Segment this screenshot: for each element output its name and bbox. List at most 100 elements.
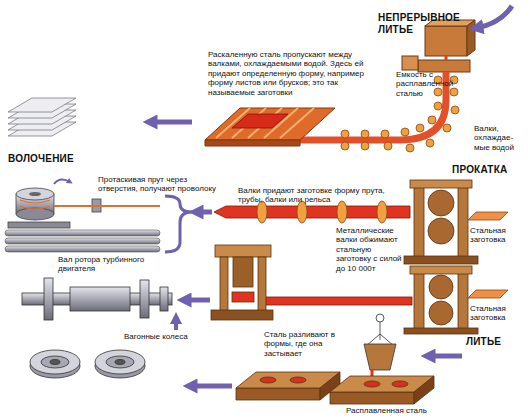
casting-molds bbox=[364, 381, 380, 387]
annotation: Протаскивая прут через отверстия, получа… bbox=[98, 175, 226, 194]
rolling-stand bbox=[410, 180, 472, 188]
casting-molds bbox=[290, 377, 306, 383]
section-heading: НЕПРЕРЫВНОЕ ЛИТЬЕ bbox=[378, 12, 488, 36]
casting-molds bbox=[330, 392, 414, 404]
casting-ladle bbox=[380, 322, 381, 340]
annotation: Металлические валки обжимают стальную за… bbox=[336, 226, 408, 273]
roller-table bbox=[205, 140, 300, 146]
wire-drum bbox=[16, 208, 54, 220]
rotor-shaft bbox=[70, 287, 130, 311]
steel-rods bbox=[5, 230, 160, 252]
annotation: Емкость с расплавленной сталью bbox=[396, 70, 460, 98]
roller-table bbox=[205, 108, 335, 146]
wire-drum bbox=[29, 192, 41, 196]
flow-arrow bbox=[428, 354, 462, 359]
plate-stack bbox=[8, 98, 76, 136]
roller-table bbox=[232, 114, 288, 128]
rolling-stand bbox=[458, 270, 468, 332]
press bbox=[211, 310, 273, 320]
wire-drum bbox=[16, 188, 54, 200]
wagon-wheels bbox=[115, 360, 125, 365]
ladle bbox=[425, 26, 467, 56]
annotation: Валки придают заготовке форму прута, тру… bbox=[238, 186, 400, 205]
hot-bar bbox=[262, 297, 412, 305]
rolling-stand bbox=[404, 180, 508, 264]
wagon-wheels bbox=[95, 350, 145, 374]
rolling-stand bbox=[404, 328, 478, 334]
ladle bbox=[402, 56, 418, 70]
cooled-rollers bbox=[361, 142, 369, 150]
flow-arrow bbox=[196, 210, 212, 215]
cooled-rollers bbox=[341, 142, 349, 150]
cooled-rollers bbox=[416, 124, 424, 132]
steel-rods bbox=[5, 230, 160, 236]
bracket bbox=[165, 196, 192, 252]
wagon-wheels bbox=[30, 350, 80, 374]
flow-arrow bbox=[174, 318, 178, 330]
cooled-rollers bbox=[426, 139, 434, 147]
rotor-shaft bbox=[44, 278, 53, 320]
cooled-rollers bbox=[361, 130, 369, 138]
rolling-stand bbox=[468, 290, 508, 298]
casting-ladle bbox=[364, 344, 396, 370]
rolling-stand bbox=[428, 218, 454, 244]
rotor-shaft bbox=[22, 278, 172, 320]
cooled-rollers bbox=[434, 102, 442, 110]
flow-arrow bbox=[190, 384, 232, 389]
annotation: Расплавленная сталь bbox=[346, 406, 446, 415]
annotation: Стальная заготовка bbox=[470, 226, 526, 245]
rolling-stand bbox=[414, 270, 424, 332]
cooled-rollers bbox=[406, 144, 414, 152]
press bbox=[220, 257, 228, 311]
cooled-rollers bbox=[381, 130, 389, 138]
wire-drum bbox=[8, 222, 70, 228]
wagon-wheels bbox=[41, 356, 69, 368]
cooled-rollers bbox=[384, 142, 392, 150]
casting-molds bbox=[392, 381, 408, 387]
roller-table bbox=[205, 108, 335, 140]
cooled-rollers bbox=[428, 116, 436, 124]
wagon-wheels bbox=[30, 350, 145, 378]
rolling-stand bbox=[404, 256, 478, 264]
ladle bbox=[467, 20, 475, 56]
wire-drum bbox=[20, 200, 50, 209]
annotation: Валки, охлаждае- мые водой bbox=[474, 124, 526, 152]
wire-drum bbox=[54, 205, 160, 207]
rolling-stand bbox=[468, 212, 508, 220]
rolling-stand bbox=[429, 275, 453, 299]
section-heading: ПРОКАТКА bbox=[452, 164, 522, 176]
press bbox=[258, 257, 266, 311]
profile-bar bbox=[337, 201, 347, 223]
flow-arrow bbox=[184, 298, 210, 303]
rolling-stand bbox=[414, 184, 424, 258]
rolling-stand bbox=[404, 266, 508, 334]
wagon-wheels bbox=[50, 360, 60, 365]
flow-arrow bbox=[476, 6, 512, 28]
casting-molds bbox=[236, 372, 434, 404]
press bbox=[211, 245, 273, 320]
plate-stack bbox=[8, 98, 76, 112]
casting-ladle bbox=[376, 314, 384, 322]
rolling-stand bbox=[458, 184, 468, 258]
cooled-rollers bbox=[434, 88, 442, 96]
flow-arrow bbox=[150, 120, 192, 125]
rolling-stand bbox=[429, 301, 453, 325]
casting-ladle bbox=[364, 314, 396, 384]
rotor-shaft bbox=[160, 287, 168, 311]
steel-rods bbox=[5, 238, 160, 244]
annotation: Вагонные колеса bbox=[124, 332, 204, 341]
casting-molds bbox=[414, 376, 434, 404]
rolling-stand bbox=[410, 266, 472, 274]
cooled-rollers bbox=[450, 88, 458, 96]
wire-drum bbox=[8, 188, 160, 228]
section-heading: ЛИТЬЕ bbox=[466, 336, 516, 348]
cooled-rollers bbox=[341, 130, 349, 138]
press bbox=[233, 257, 253, 287]
cooled-rollers bbox=[451, 106, 459, 114]
cooled-rollers bbox=[401, 128, 409, 136]
profile-bar bbox=[377, 201, 387, 223]
annotation: Вал ротора турбинного двигателя bbox=[58, 255, 150, 274]
casting-molds bbox=[236, 388, 320, 400]
rolling-stand bbox=[428, 190, 454, 216]
